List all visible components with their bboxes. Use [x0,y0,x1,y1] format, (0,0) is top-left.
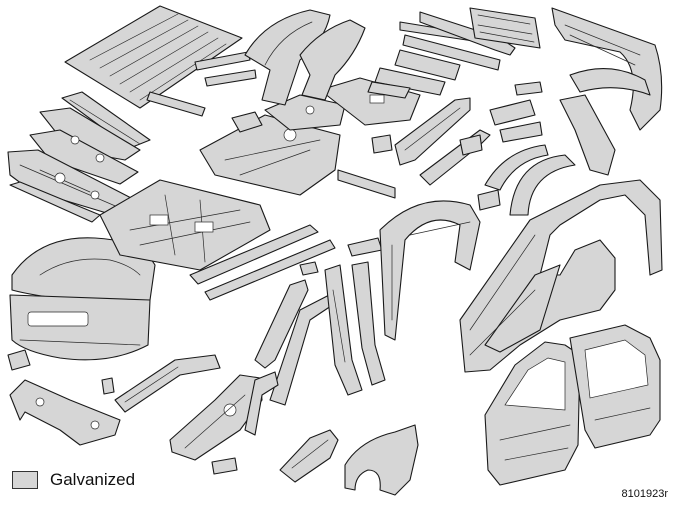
roof-panel [64,5,243,109]
a-pillar-reinforcement [244,371,279,436]
legend-swatch [12,471,38,489]
rear-crossmember-2 [402,34,501,71]
cowl-panel [29,107,141,185]
rear-quarter-inner-frame [551,7,663,131]
rear-floor-pan [199,114,341,196]
a-pillar-upper-inner [254,279,309,369]
rear-wheel-arch-inner-left [244,9,331,106]
reference-code: 8101923r [621,488,669,500]
rear-wheel-arch-outer [484,144,576,216]
small-bracket-4 [101,377,115,395]
rear-wheel-arch-inner-right [299,19,366,101]
rear-crossmember-5 [367,81,411,99]
rear-end-panel [469,7,541,49]
front-floor-pan [99,179,271,271]
body-side-outer-panel [459,179,663,373]
front-longitudinal-member [114,354,221,413]
rear-crossmember-lower [337,169,396,199]
rear-crossmember-4 [374,67,446,96]
rear-door [569,324,661,449]
small-bracket-5 [211,457,238,475]
legend: Galvanized [12,470,135,490]
front-fascia [9,294,151,361]
roof-rail-bracket [299,261,319,276]
front-fender [344,424,419,496]
rear-wheelhouse [569,68,651,96]
rear-crossmember-3 [394,49,461,81]
body-side-inner-frame [379,200,481,341]
inner-sill-right [204,239,336,301]
front-crossmember [9,379,121,446]
b-pillar-bracket [347,237,383,257]
small-bracket-2 [477,189,501,211]
rear-bracket-cluster [459,81,543,156]
front-suspension-tower [169,374,263,461]
inner-sill-left [189,224,319,285]
rear-side-member [394,97,471,166]
headlamp-bracket [7,349,31,371]
front-door [484,341,581,486]
front-apron [279,429,339,483]
legend-label: Galvanized [50,470,136,489]
roof-cross-members [146,51,257,117]
d-pillar-inner [559,94,616,176]
small-bracket-3 [371,134,393,154]
b-pillar-outer [351,261,386,386]
b-pillar-inner [324,264,363,396]
small-bracket-1 [231,111,263,133]
